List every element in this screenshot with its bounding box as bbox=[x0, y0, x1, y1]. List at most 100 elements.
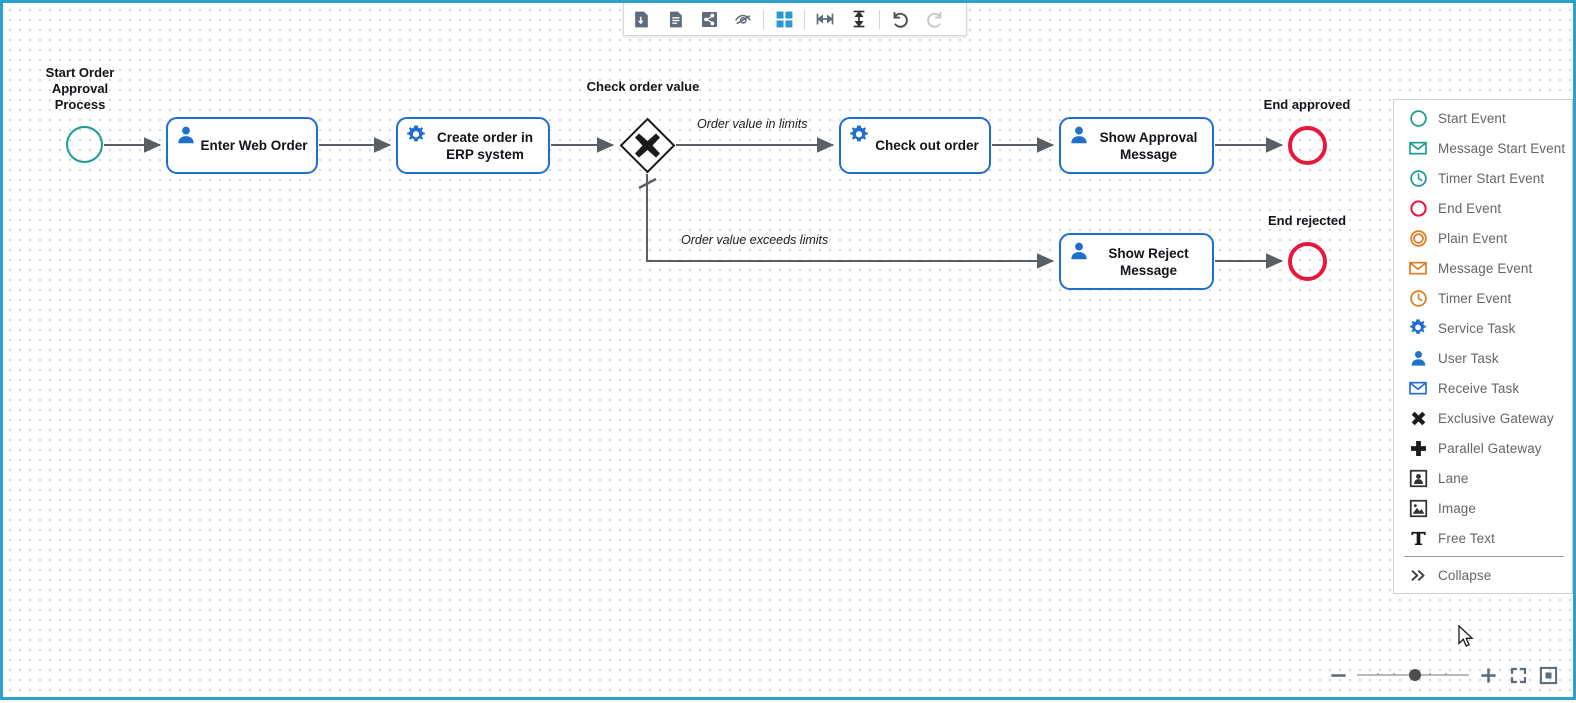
user-task-icon bbox=[1406, 346, 1430, 370]
palette-item-service-task[interactable]: Service Task bbox=[1394, 313, 1572, 343]
message-event-icon bbox=[1406, 256, 1430, 280]
task-label: Show Approval Message bbox=[1099, 129, 1198, 162]
palette-item-label: Image bbox=[1438, 500, 1477, 516]
end-event-approved[interactable] bbox=[1288, 126, 1327, 165]
grid-icon[interactable] bbox=[767, 4, 801, 35]
zoom-slider-handle[interactable] bbox=[1409, 669, 1421, 681]
service-task-icon bbox=[1406, 316, 1430, 340]
palette-collapse-button[interactable]: Collapse bbox=[1394, 560, 1572, 590]
palette-item-label: Exclusive Gateway bbox=[1438, 410, 1554, 426]
message-start-event-icon bbox=[1406, 136, 1430, 160]
palette-item-parallel-gateway[interactable]: Parallel Gateway bbox=[1394, 433, 1572, 463]
task-label: Create order in ERP system bbox=[436, 129, 534, 162]
label-end-approved: End approved bbox=[1263, 97, 1351, 112]
task-create-order-erp[interactable]: Create order in ERP system bbox=[396, 117, 550, 174]
share-icon[interactable] bbox=[692, 4, 726, 35]
shapes-palette: Start Event Message Start Event Timer St… bbox=[1393, 99, 1573, 594]
timer-start-event-icon bbox=[1406, 166, 1430, 190]
image-icon bbox=[1406, 496, 1430, 520]
distribute-vertical-icon[interactable] bbox=[842, 4, 876, 35]
label-start-order-approval-process: Start Order Approval Process bbox=[45, 65, 115, 112]
receive-task-icon bbox=[1406, 376, 1430, 400]
zoom-tick bbox=[1445, 673, 1447, 675]
toolbar-separator bbox=[763, 9, 764, 29]
redo-icon[interactable] bbox=[917, 4, 951, 35]
label-check-order-value: Check order value bbox=[586, 79, 700, 94]
task-show-reject-message[interactable]: Show Reject Message bbox=[1059, 233, 1214, 290]
palette-item-message-start-event[interactable]: Message Start Event bbox=[1394, 133, 1572, 163]
task-label: Show Reject Message bbox=[1108, 245, 1189, 278]
document-icon[interactable] bbox=[658, 4, 692, 35]
gateway-check-order-value[interactable] bbox=[619, 117, 676, 174]
palette-item-start-event[interactable]: Start Event bbox=[1394, 103, 1572, 133]
palette-item-label: Lane bbox=[1438, 470, 1469, 486]
palette-item-exclusive-gateway[interactable]: Exclusive Gateway bbox=[1394, 403, 1572, 433]
flow-label-order-value-exceeds-limits: Order value exceeds limits bbox=[681, 233, 829, 247]
edge-gateway-to-reject[interactable] bbox=[646, 174, 1055, 269]
palette-item-image[interactable]: Image bbox=[1394, 493, 1572, 523]
plain-event-icon bbox=[1406, 226, 1430, 250]
task-enter-web-order[interactable]: Enter Web Order bbox=[166, 117, 318, 174]
palette-item-label: Parallel Gateway bbox=[1438, 440, 1542, 456]
hide-icon[interactable] bbox=[726, 4, 760, 35]
palette-item-label: Message Start Event bbox=[1438, 140, 1566, 156]
palette-divider bbox=[1404, 556, 1564, 557]
start-event-icon bbox=[1406, 106, 1430, 130]
palette-item-label: Plain Event bbox=[1438, 230, 1508, 246]
exclusive-x-marker bbox=[635, 133, 660, 158]
distribute-horizontal-icon[interactable] bbox=[808, 4, 842, 35]
toolbar-separator bbox=[804, 9, 805, 29]
editor-toolbar bbox=[623, 3, 967, 36]
palette-item-label: End Event bbox=[1438, 200, 1502, 216]
palette-item-end-event[interactable]: End Event bbox=[1394, 193, 1572, 223]
default-flow-marker bbox=[638, 177, 657, 190]
connection-edges-layer bbox=[104, 137, 1284, 269]
diagram-canvas[interactable]: Enter Web Order Create order in ERP syst… bbox=[3, 3, 1573, 697]
palette-item-plain-event[interactable]: Plain Event bbox=[1394, 223, 1572, 253]
palette-item-label: Start Event bbox=[1438, 110, 1506, 126]
start-event[interactable] bbox=[66, 126, 103, 163]
palette-item-lane[interactable]: Lane bbox=[1394, 463, 1572, 493]
label-end-rejected: End rejected bbox=[1267, 213, 1347, 228]
end-event-icon bbox=[1406, 196, 1430, 220]
flow-label-order-value-in-limits: Order value in limits bbox=[697, 117, 808, 131]
zoom-in-icon[interactable] bbox=[1473, 662, 1503, 688]
task-show-approval-message[interactable]: Show Approval Message bbox=[1059, 117, 1214, 174]
palette-item-timer-start-event[interactable]: Timer Start Event bbox=[1394, 163, 1572, 193]
task-check-out-order[interactable]: Check out order bbox=[839, 117, 991, 174]
zoom-tick bbox=[1393, 673, 1395, 675]
zoom-out-icon[interactable] bbox=[1323, 662, 1353, 688]
user-task-icon bbox=[178, 126, 194, 144]
palette-item-label: Timer Start Event bbox=[1438, 170, 1545, 186]
palette-item-user-task[interactable]: User Task bbox=[1394, 343, 1572, 373]
palette-item-receive-task[interactable]: Receive Task bbox=[1394, 373, 1572, 403]
palette-item-label: User Task bbox=[1438, 350, 1499, 366]
fullscreen-icon[interactable] bbox=[1503, 662, 1533, 688]
fit-to-screen-icon[interactable] bbox=[1533, 662, 1563, 688]
palette-item-label: Service Task bbox=[1438, 320, 1516, 336]
palette-item-label: Timer Event bbox=[1438, 290, 1512, 306]
zoom-tick bbox=[1377, 673, 1379, 675]
timer-event-icon bbox=[1406, 286, 1430, 310]
palette-item-label: Message Event bbox=[1438, 260, 1533, 276]
task-label: Enter Web Order bbox=[200, 138, 308, 153]
zoom-tick bbox=[1429, 673, 1431, 675]
palette-item-label: Receive Task bbox=[1438, 380, 1520, 396]
save-download-icon[interactable] bbox=[624, 4, 658, 35]
palette-item-timer-event[interactable]: Timer Event bbox=[1394, 283, 1572, 313]
free-text-icon bbox=[1406, 526, 1430, 550]
palette-item-free-text[interactable]: Free Text bbox=[1394, 523, 1572, 553]
palette-item-message-event[interactable]: Message Event bbox=[1394, 253, 1572, 283]
palette-item-label: Free Text bbox=[1438, 530, 1495, 546]
end-event-rejected[interactable] bbox=[1288, 242, 1327, 281]
zoom-controls bbox=[1323, 661, 1563, 689]
toolbar-separator bbox=[879, 9, 880, 29]
service-task-icon bbox=[850, 125, 868, 142]
exclusive-gateway-icon bbox=[1406, 406, 1430, 430]
zoom-slider[interactable] bbox=[1357, 662, 1469, 688]
user-task-icon bbox=[1071, 126, 1087, 144]
service-task-icon bbox=[407, 125, 425, 142]
palette-collapse-label: Collapse bbox=[1438, 567, 1492, 583]
undo-icon[interactable] bbox=[883, 4, 917, 35]
